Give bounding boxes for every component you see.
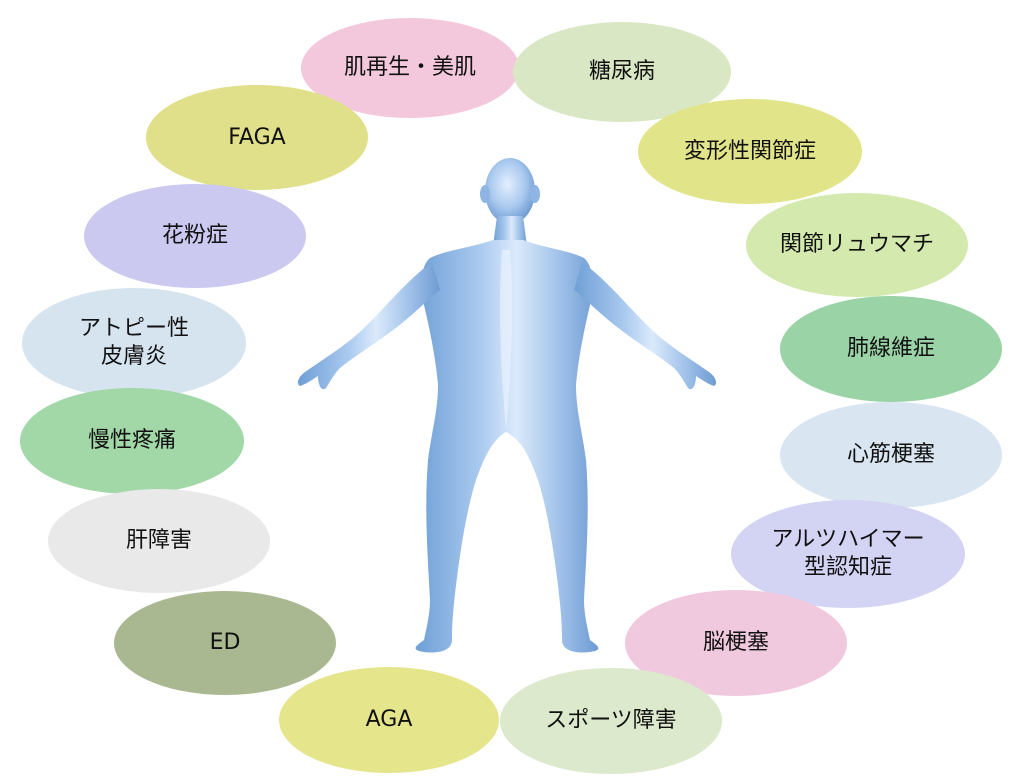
condition-label: 肌再生・美肌	[343, 55, 476, 80]
condition-aga: AGA	[279, 667, 499, 773]
condition-label: 肺線維症	[846, 336, 935, 361]
condition-chronic-pain: 慢性疼痛	[20, 388, 244, 494]
condition-faga: FAGA	[146, 85, 368, 190]
condition-alzheimers: アルツハイマー 型認知症	[731, 500, 965, 608]
condition-label: 花粉症	[161, 223, 228, 248]
condition-sports-injury: スポーツ障害	[500, 668, 722, 774]
condition-label: 慢性疼痛	[87, 428, 176, 453]
condition-label: 脳梗塞	[702, 630, 769, 655]
condition-atopic-dermatitis: アトピー性 皮膚炎	[22, 288, 246, 398]
condition-label: 関節リュウマチ	[779, 232, 934, 257]
condition-label: 糖尿病	[588, 59, 655, 84]
condition-label: スポーツ障害	[545, 708, 677, 733]
condition-myocardial-infarction: 心筋梗塞	[780, 402, 1002, 508]
body-silhouette	[297, 158, 717, 653]
condition-pulmonary-fibrosis: 肺線維症	[780, 296, 1002, 402]
condition-rheumatoid-arthritis: 関節リュウマチ	[746, 193, 968, 297]
condition-label: 心筋梗塞	[846, 442, 935, 467]
condition-label: FAGA	[228, 124, 286, 150]
condition-ed: ED	[114, 591, 336, 695]
condition-label: ED	[209, 630, 241, 655]
condition-liver-disorder: 肝障害	[48, 489, 270, 593]
condition-label: アトピー性 皮膚炎	[78, 316, 189, 369]
condition-label: 変形性関節症	[683, 138, 816, 164]
condition-osteoarthritis: 変形性関節症	[638, 99, 862, 204]
condition-label: 肝障害	[125, 528, 192, 553]
condition-hay-fever: 花粉症	[84, 184, 306, 288]
condition-label: アルツハイマー 型認知症	[771, 527, 925, 580]
condition-label: AGA	[365, 707, 413, 732]
